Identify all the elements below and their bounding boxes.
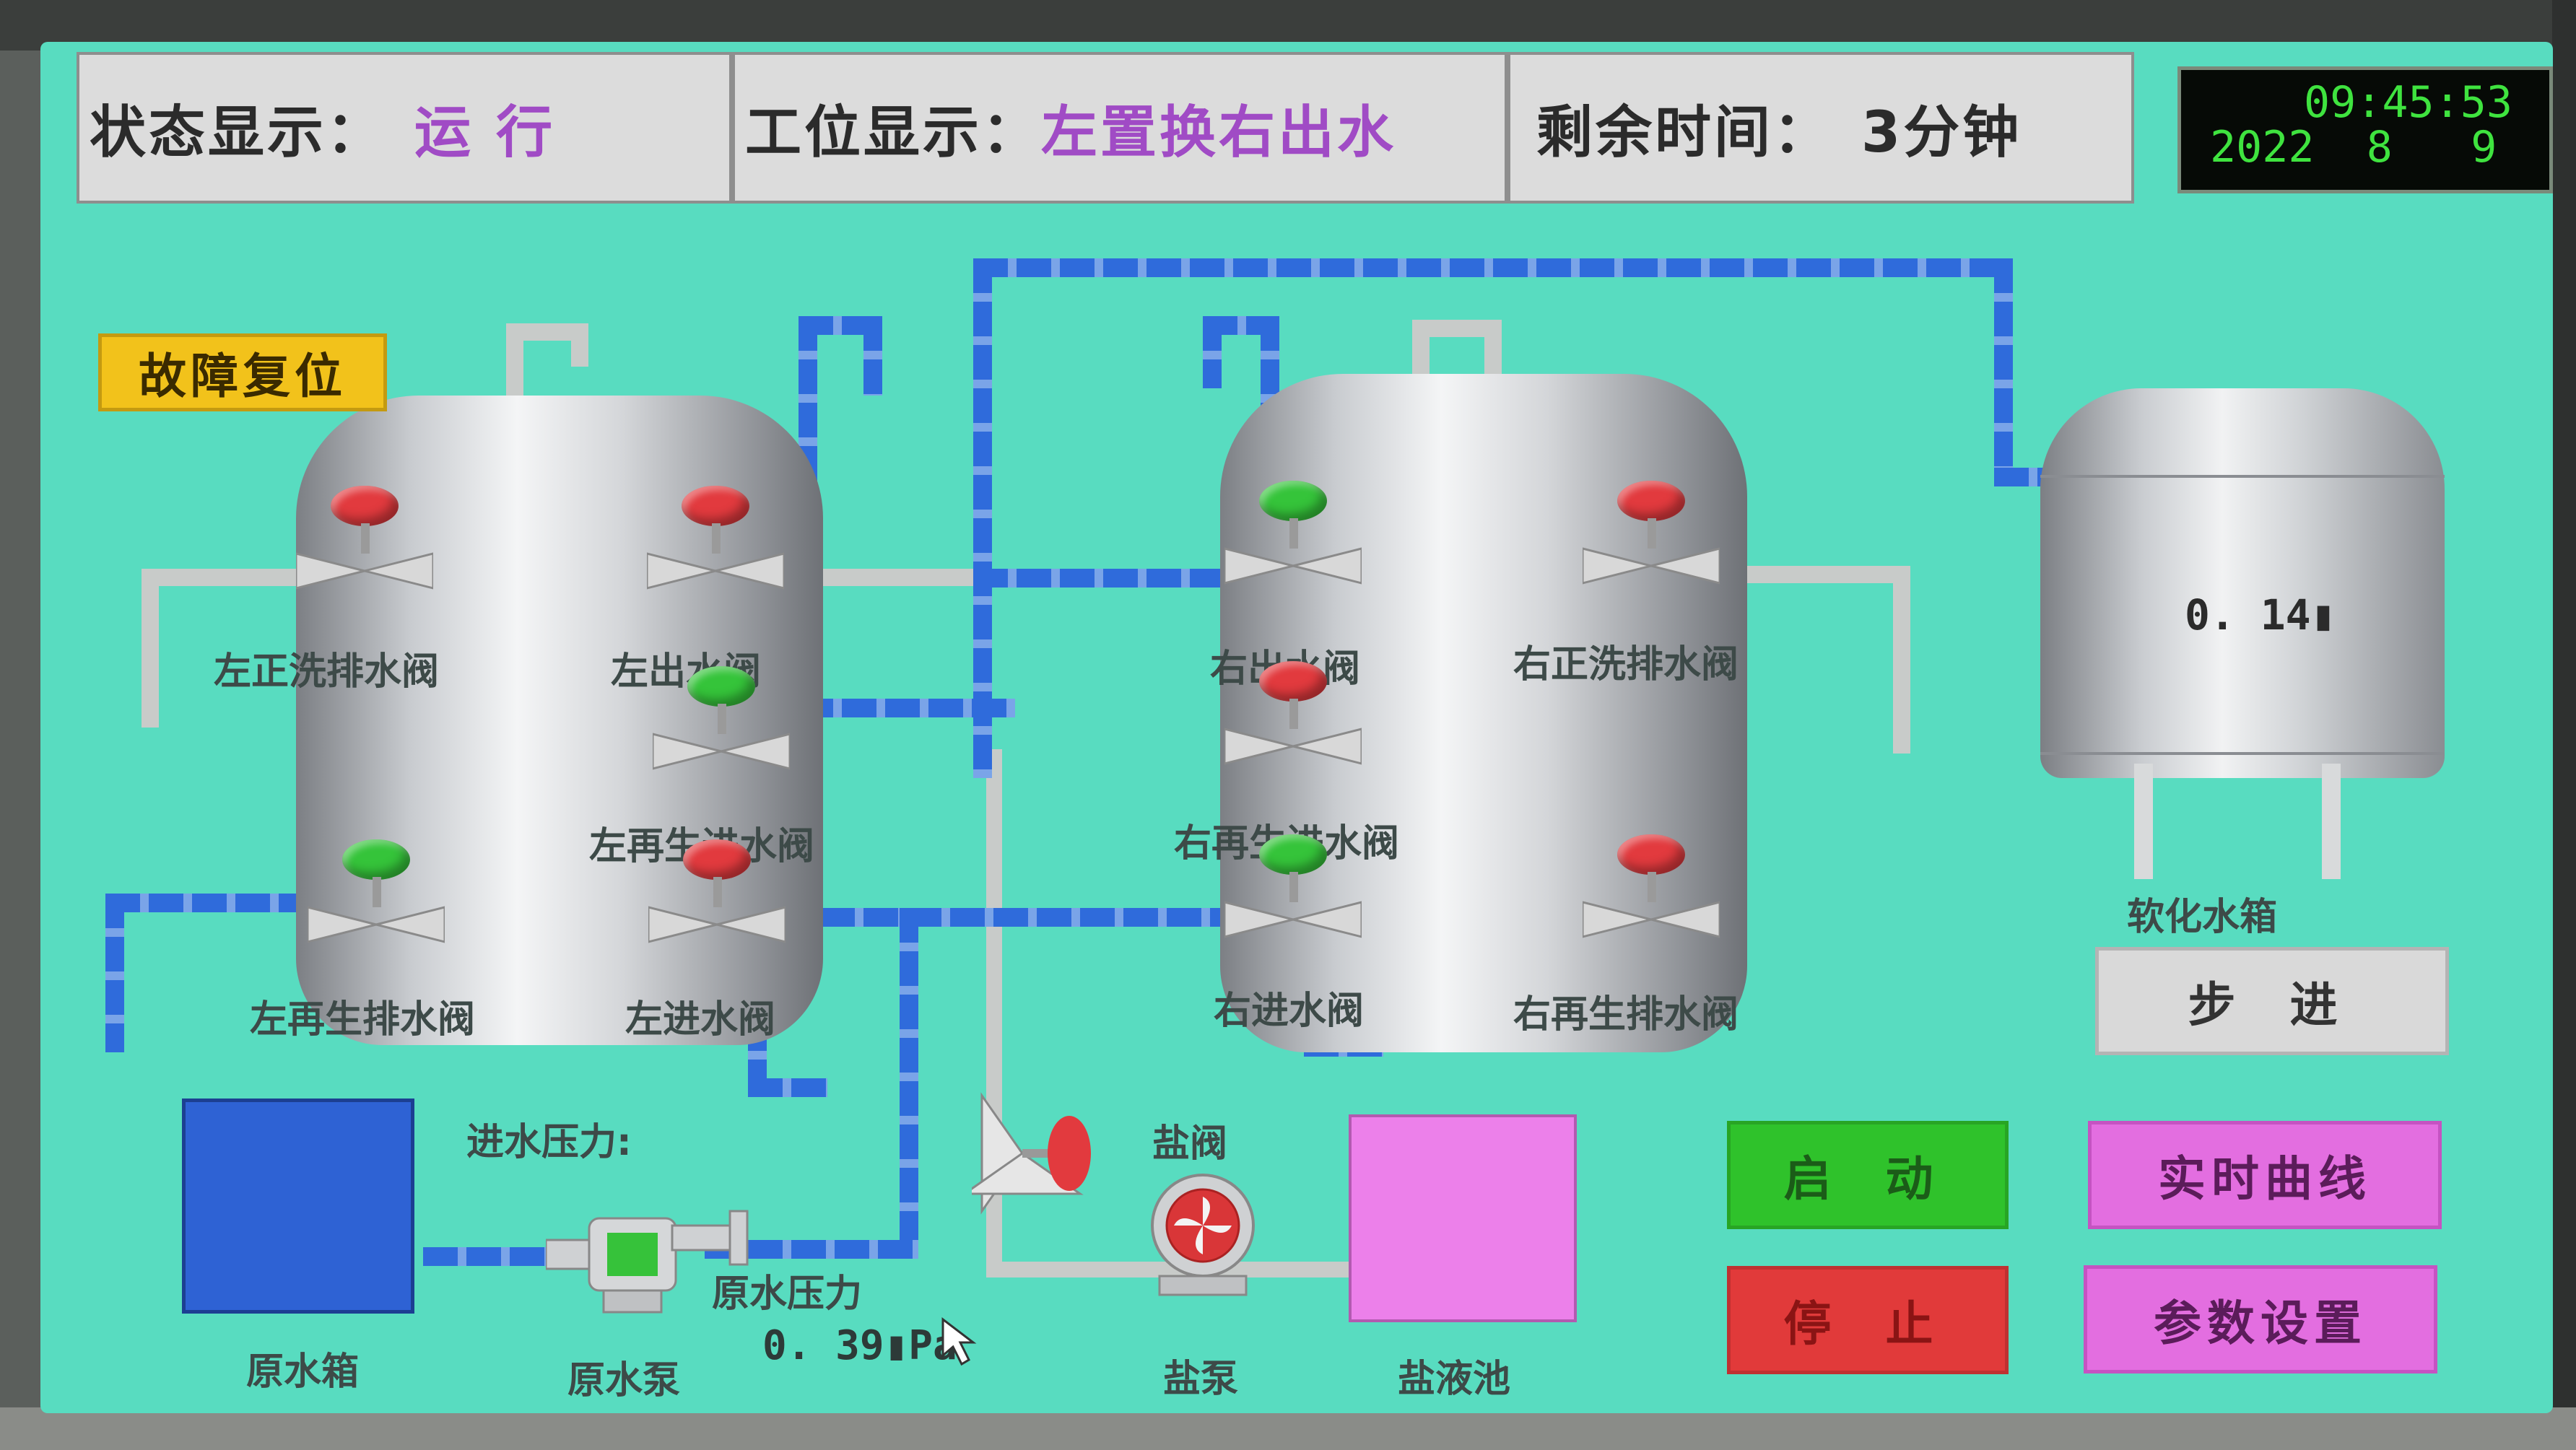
valve-body-icon [1583,547,1720,585]
valve-indicator [1259,834,1327,875]
valve-indicator [1259,661,1327,702]
valve-stem [361,523,370,554]
status-value: 运 行 [414,100,556,165]
monitor-bezel-right [2552,0,2576,1450]
valve-indicator [1617,834,1685,875]
valve-label: 右进水阀 [1214,990,1365,1033]
valve-right-regen-inlet[interactable] [1224,661,1362,784]
valve-indicator [683,839,751,880]
raw-tank-label: 原水箱 [246,1350,360,1394]
param-settings-button[interactable]: 参数设置 [2084,1265,2437,1373]
brine-tank-label: 盐液池 [1398,1358,1511,1401]
position-value: 左置换右出水 [1041,100,1397,165]
stop-button[interactable]: 停 止 [1727,1266,2009,1374]
status-panel: 状态显示： 运 行 [77,52,732,204]
valve-indicator [331,486,399,526]
remaining-label: 剩余时间： [1536,100,1833,165]
valve-label: 右正洗排水阀 [1513,643,1739,686]
valve-stem [1289,699,1298,729]
valve-stem [373,877,381,907]
valve-body-icon [647,552,784,590]
tank-leg-left [2134,764,2153,879]
valve-left-regen-drain[interactable] [308,839,445,962]
valve-indicator [342,839,410,880]
raw-water-tank [182,1099,414,1314]
valve-body-icon [653,733,790,770]
valve-label: 左进水阀 [625,998,776,1041]
valve-stem [1648,872,1656,902]
raw-pump-label: 原水泵 [567,1359,681,1402]
softened-tank-level: 0. 14▮ [2185,590,2336,639]
inlet-pressure-label: 进水压力: [466,1121,632,1164]
pipe-blue-right-up-end [1203,316,1222,388]
pipe-right-vent-end [1484,320,1502,377]
raw-pressure-value: 0. 39▮Pa [762,1322,957,1369]
valve-label: 左再生排水阀 [250,998,476,1041]
valve-right-regen-drain[interactable] [1583,834,1720,957]
pipe-left-drain [142,569,159,728]
position-label: 工位显示： [745,100,1042,165]
tank-leg-right [2322,764,2341,879]
pipe-blue-left-up-end [863,316,882,396]
salt-pump-label: 盐泵 [1163,1358,1239,1401]
realtime-curve-button[interactable]: 实时曲线 [2088,1121,2442,1229]
valve-body-icon [296,552,433,590]
raw-pump-icon [546,1210,749,1314]
valve-left-forward-wash-drain[interactable] [296,486,433,608]
salt-pump-icon [1151,1174,1255,1296]
valve-right-outlet[interactable] [1224,481,1362,603]
pipe-right-drain-v [1893,566,1910,754]
valve-indicator [682,486,749,526]
monitor-bezel-bottom [0,1407,2576,1450]
salt-valve-icon[interactable] [972,1088,1095,1218]
valve-indicator [1617,481,1685,521]
cursor-icon [941,1316,977,1366]
valve-stem [712,523,721,554]
valve-left-outlet[interactable] [647,486,784,608]
valve-body-icon [308,906,445,943]
pipe-blue-top-h [973,258,2013,277]
valve-stem [1289,518,1298,549]
start-button[interactable]: 启 动 [1727,1121,2009,1229]
clock-time: 09:45:53 [2304,77,2512,128]
hmi-screen: 状态显示： 运 行 工位显示： 左置换右出水 剩余时间： 3分钟 09:45:5… [40,42,2553,1413]
clock-display: 09:45:53 2022 8 9 [2177,66,2553,193]
softened-tank-label: 软化水箱 [2127,896,2278,939]
clock-date: 2022 8 9 [2210,122,2497,172]
salt-valve-label: 盐阀 [1152,1122,1228,1166]
valve-label: 右再生排水阀 [1513,993,1739,1036]
step-button[interactable]: 步 进 [2095,947,2449,1055]
pipe-blue-main-v [973,258,992,778]
valve-label: 左正洗排水阀 [214,650,440,694]
valve-stem [713,877,722,907]
pipe-blue-feed-v [900,908,918,1254]
valve-stem [1289,872,1298,902]
valve-indicator [687,666,755,707]
valve-body-icon [1224,901,1362,938]
remaining-panel: 剩余时间： 3分钟 [1507,52,2134,204]
valve-indicator [1259,481,1327,521]
valve-left-regen-inlet[interactable] [653,666,790,789]
valve-stem [718,704,726,734]
valve-body-icon [1224,547,1362,585]
brine-tank [1349,1114,1577,1322]
softened-water-tank [2040,388,2445,778]
valve-body-icon [648,906,786,943]
valve-right-inlet[interactable] [1224,834,1362,957]
pipe-left-vent-end [571,323,588,367]
valve-body-icon [1224,728,1362,765]
pipe-blue-to-tank-v [1994,258,2013,482]
raw-pressure-label: 原水压力 [712,1272,863,1316]
softened-tank-band [2040,475,2445,755]
valve-right-forward-wash-drain[interactable] [1583,481,1720,603]
valve-stem [1648,518,1656,549]
pipe-blue-bottom-left-down [105,894,124,1052]
position-panel: 工位显示： 左置换右出水 [732,52,1507,204]
status-label: 状态显示： [90,100,386,165]
pipe-blue-inlet-drop-h [748,1078,827,1097]
remaining-value: 3分钟 [1861,100,2022,165]
fault-reset-button[interactable]: 故障复位 [98,333,387,411]
valve-left-inlet[interactable] [648,839,786,962]
valve-body-icon [1583,901,1720,938]
